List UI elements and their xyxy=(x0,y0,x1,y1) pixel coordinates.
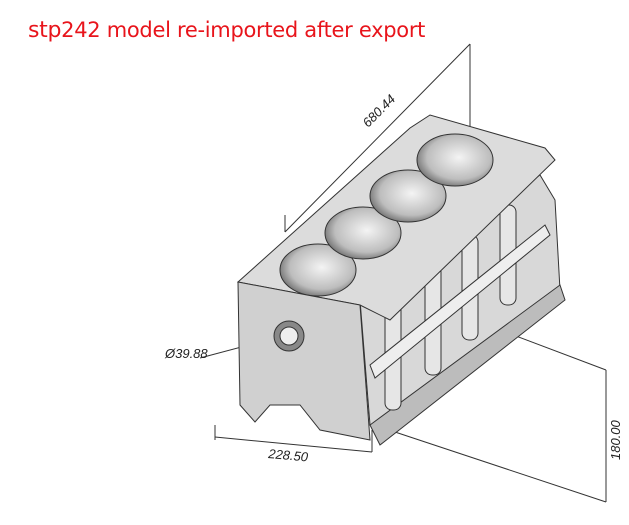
dim-width: 228.50 xyxy=(267,446,310,465)
block-top xyxy=(236,114,556,321)
block-side xyxy=(359,174,566,446)
block-front xyxy=(237,281,371,441)
caption: stp242 model re-imported after export xyxy=(28,18,425,43)
dim-height: 180.00 xyxy=(608,419,623,460)
cylinder-bores xyxy=(279,133,494,297)
dim-length: 680.44 xyxy=(360,91,399,130)
dim-bore: Ø39.88 xyxy=(164,346,208,361)
caption-text: 242 model re-imported after export xyxy=(61,18,426,42)
caption-prefix: stp xyxy=(28,18,62,43)
dimension-lines xyxy=(199,43,607,503)
